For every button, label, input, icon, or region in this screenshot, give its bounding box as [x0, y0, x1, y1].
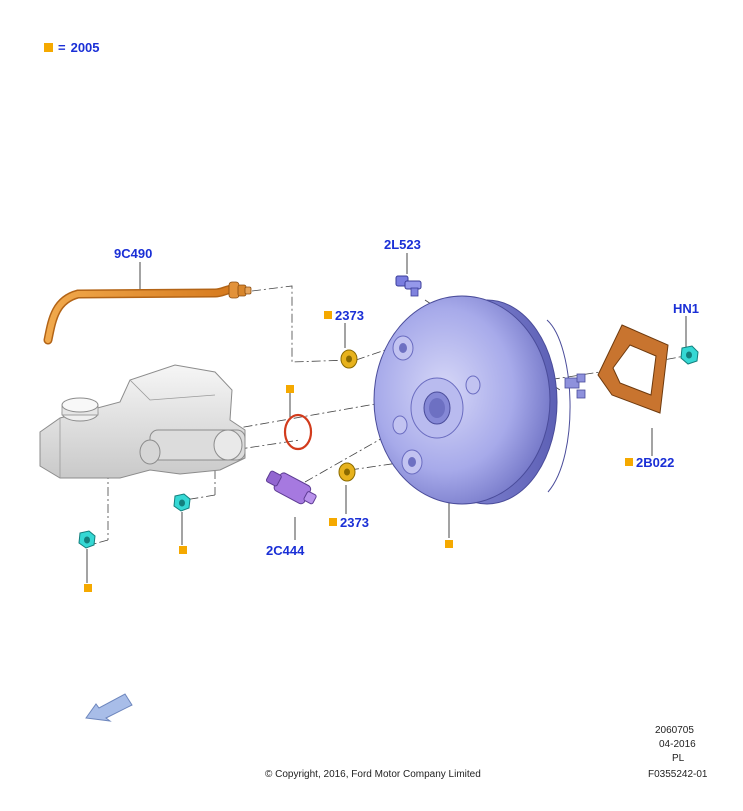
footer-date: 04-2016: [659, 739, 696, 750]
washer-bottom[interactable]: [338, 462, 356, 482]
brake-booster[interactable]: [373, 295, 586, 505]
label-2b022: 2B022: [636, 455, 674, 470]
legend: = 2005: [44, 40, 100, 55]
label-2373-bottom: 2373: [340, 515, 369, 530]
master-cylinder[interactable]: [39, 364, 246, 479]
label-hn1: HN1: [673, 301, 699, 316]
o-ring[interactable]: [283, 413, 313, 451]
callout-markers: [84, 311, 633, 592]
washer-top[interactable]: [340, 349, 358, 369]
nut-left[interactable]: [78, 530, 96, 549]
hose-connector: [228, 281, 252, 299]
gasket-2b022[interactable]: [597, 324, 669, 414]
booster-studs: [564, 373, 586, 399]
legend-value: 2005: [70, 40, 100, 55]
legend-equals: =: [58, 40, 66, 55]
label-2l523: 2L523: [384, 237, 421, 252]
footer-lang: PL: [672, 753, 685, 764]
legend-marker: [44, 43, 53, 52]
footer-figure: F0355242-01: [648, 769, 708, 780]
label-2373-top: 2373: [335, 308, 364, 323]
copyright: © Copyright, 2016, Ford Motor Company Li…: [265, 769, 481, 780]
footer-code: 2060705: [655, 725, 694, 736]
nut-hn1[interactable]: [680, 345, 699, 365]
bolt-2l523[interactable]: [395, 275, 422, 297]
label-2c444: 2C444: [266, 543, 305, 558]
label-9c490: 9C490: [114, 246, 152, 261]
nut-center[interactable]: [173, 493, 191, 512]
leader-lines: [86, 253, 687, 583]
pressure-sensor[interactable]: [264, 467, 319, 509]
vehicle-direction-arrow: [85, 693, 133, 722]
vacuum-hose[interactable]: [43, 281, 252, 345]
